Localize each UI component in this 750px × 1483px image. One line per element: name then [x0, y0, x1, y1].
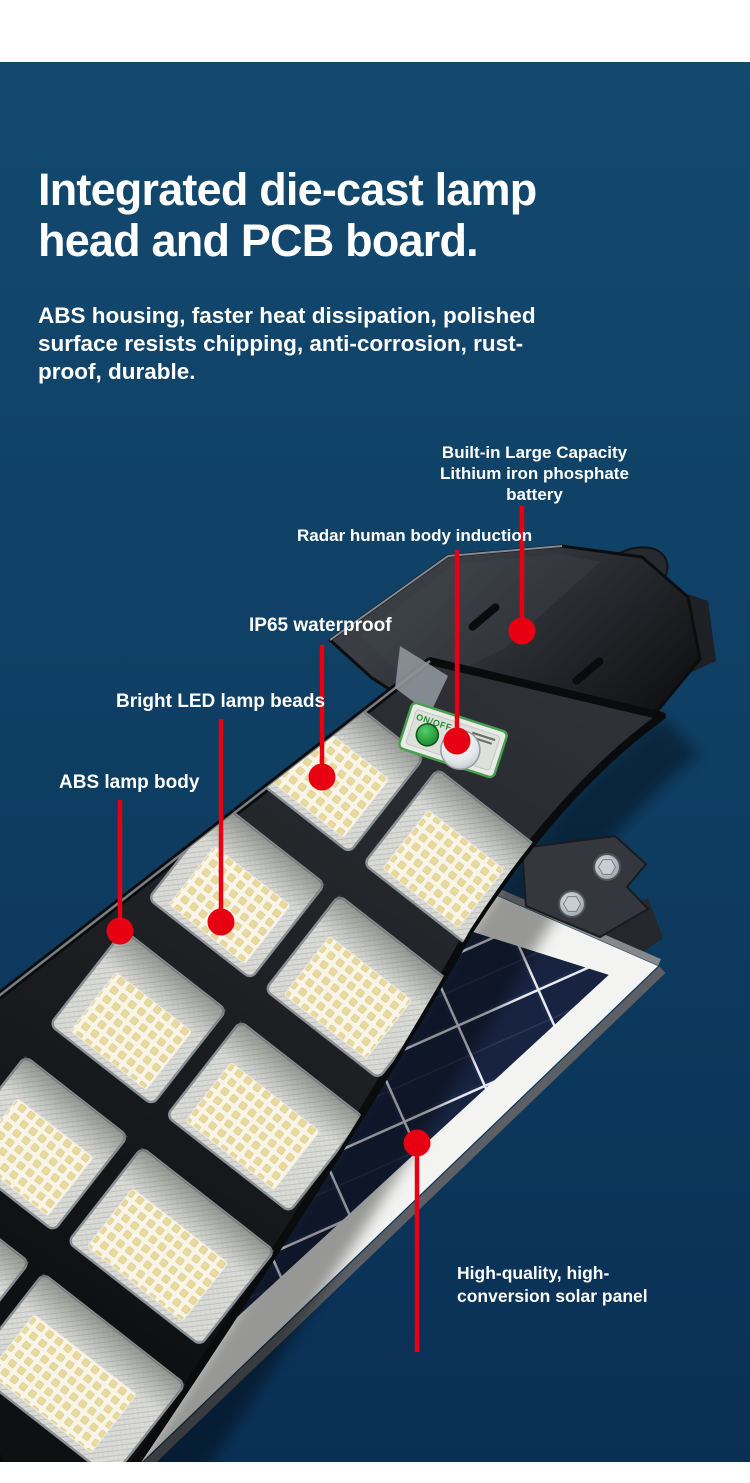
page-title-line1: Integrated die-cast lamp — [38, 164, 537, 215]
callout-dot-led — [207, 908, 235, 936]
callout-label-ip65: IP65 waterproof — [249, 615, 392, 636]
callout-label-solar: High-quality, high- conversion solar pan… — [457, 1263, 648, 1306]
diecast-edge — [395, 646, 448, 714]
callout-label-abs: ABS lamp body — [59, 772, 200, 793]
bolt-icon — [558, 890, 586, 918]
page-title: Integrated die-cast lamp head and PCB bo… — [38, 164, 537, 266]
led-module — [0, 1056, 275, 1344]
callout-dot-abs — [106, 917, 134, 945]
callout-label-battery: Built-in Large Capacity Lithium iron pho… — [440, 443, 629, 504]
led-module — [150, 804, 453, 1077]
top-white-band — [0, 0, 750, 62]
hero-section: Integrated die-cast lamp head and PCB bo… — [0, 62, 750, 1483]
callout-pointers — [106, 506, 536, 1352]
callout-label-radar: Radar human body induction — [297, 526, 533, 545]
mounting-bracket — [520, 834, 650, 939]
callout-label-led: Bright LED lamp beads — [116, 691, 326, 712]
subtitle: ABS housing, faster heat dissipation, po… — [38, 303, 536, 384]
bolt-icon — [593, 853, 621, 881]
callout-dot-battery — [508, 617, 536, 645]
led-module — [0, 1182, 186, 1478]
led-module — [51, 930, 364, 1211]
bottom-white-band — [0, 1462, 750, 1483]
lamp-head: ON/OFF — [0, 646, 666, 1483]
callout-dot-ip65 — [308, 763, 336, 791]
page-title-line2: head and PCB board. — [38, 215, 479, 266]
callout-dot-radar — [443, 727, 471, 755]
power-button — [415, 723, 440, 747]
